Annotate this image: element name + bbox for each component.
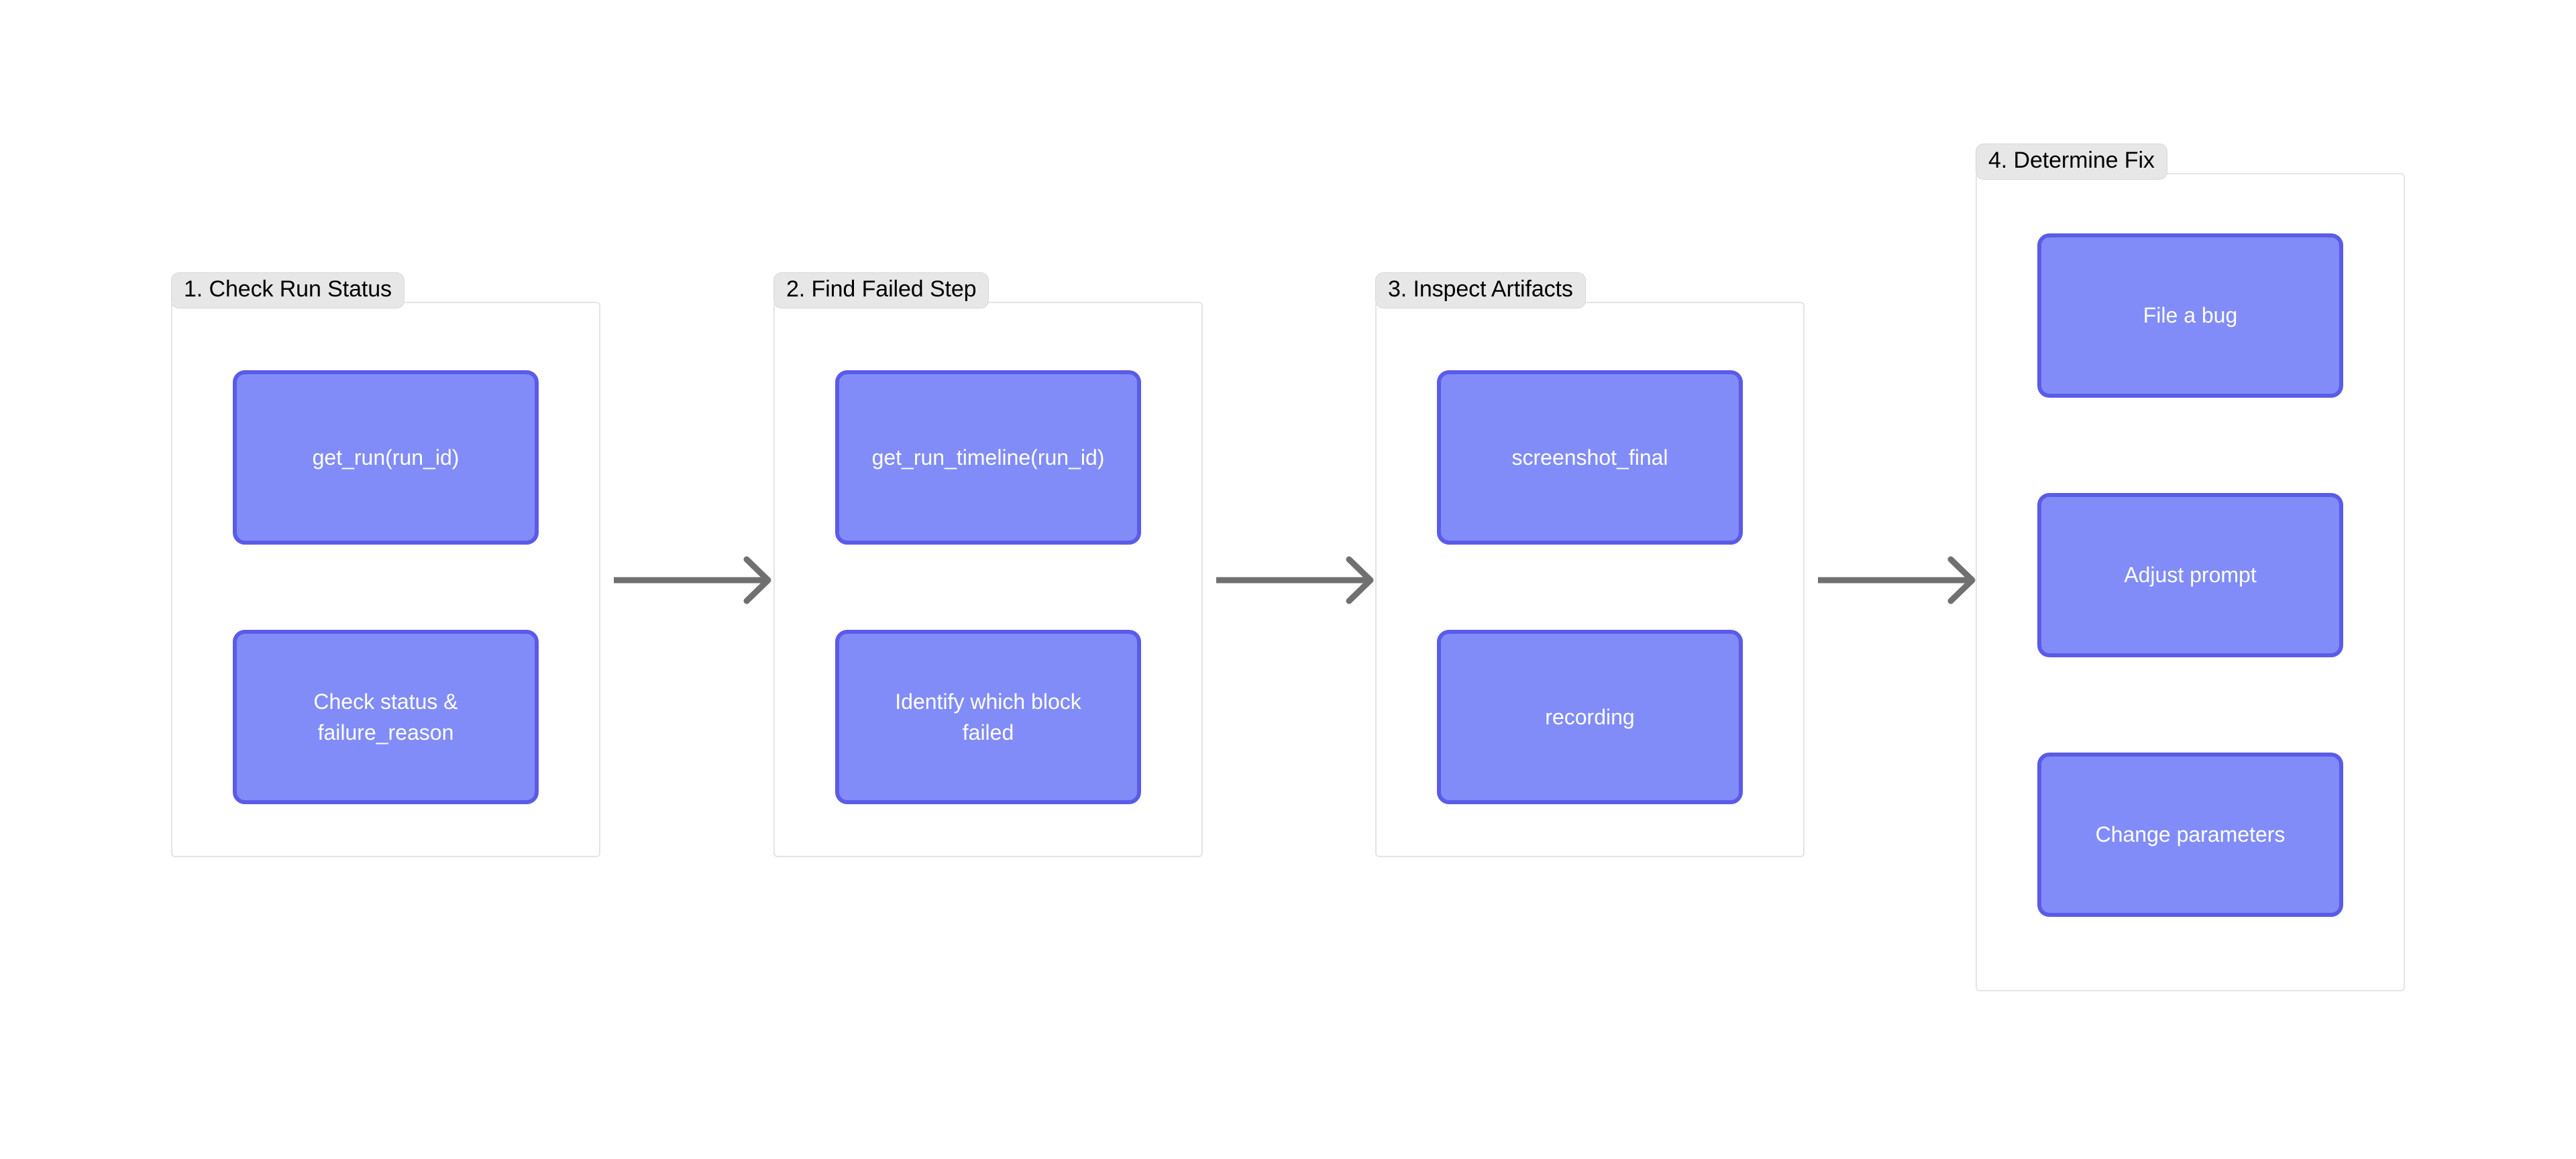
group-title-badge: 4. Determine Fix [1976, 144, 2167, 180]
node-label: Check status & failure_reason [313, 689, 458, 744]
arrow-group1-to-group2 [614, 550, 775, 610]
group-determine-fix[interactable]: 4. Determine Fix File a bug Adjust promp… [1976, 144, 2405, 991]
group-check-run-status[interactable]: 1. Check Run Status get_run(run_id) Chec… [171, 272, 600, 857]
node-file-a-bug[interactable]: File a bug [2037, 233, 2343, 398]
node-identify-failed-block[interactable]: Identify which block failed [835, 630, 1141, 804]
arrow-group3-to-group4 [1818, 550, 1979, 610]
node-label: Identify which block failed [895, 689, 1081, 744]
group-title-badge: 1. Check Run Status [171, 272, 405, 309]
group-title-badge: 3. Inspect Artifacts [1375, 272, 1586, 309]
node-label: Change parameters [2095, 822, 2286, 847]
node-screenshot-final[interactable]: screenshot_final [1437, 370, 1743, 545]
node-label: get_run(run_id) [312, 445, 460, 470]
node-label: screenshot_final [1511, 445, 1668, 470]
group-title-badge: 2. Find Failed Step [773, 272, 989, 309]
node-change-parameters[interactable]: Change parameters [2037, 753, 2343, 917]
node-label: recording [1545, 704, 1635, 729]
group-find-failed-step[interactable]: 2. Find Failed Step get_run_timeline(run… [773, 272, 1203, 857]
node-get-run[interactable]: get_run(run_id) [233, 370, 539, 545]
node-recording[interactable]: recording [1437, 630, 1743, 804]
node-label: File a bug [2143, 303, 2238, 328]
node-label: Adjust prompt [2124, 563, 2257, 588]
node-adjust-prompt[interactable]: Adjust prompt [2037, 493, 2343, 657]
node-label: get_run_timeline(run_id) [871, 445, 1105, 470]
arrow-group2-to-group3 [1216, 550, 1377, 610]
node-get-run-timeline[interactable]: get_run_timeline(run_id) [835, 370, 1141, 545]
node-check-status[interactable]: Check status & failure_reason [233, 630, 539, 804]
group-inspect-artifacts[interactable]: 3. Inspect Artifacts screenshot_final re… [1375, 272, 1805, 857]
